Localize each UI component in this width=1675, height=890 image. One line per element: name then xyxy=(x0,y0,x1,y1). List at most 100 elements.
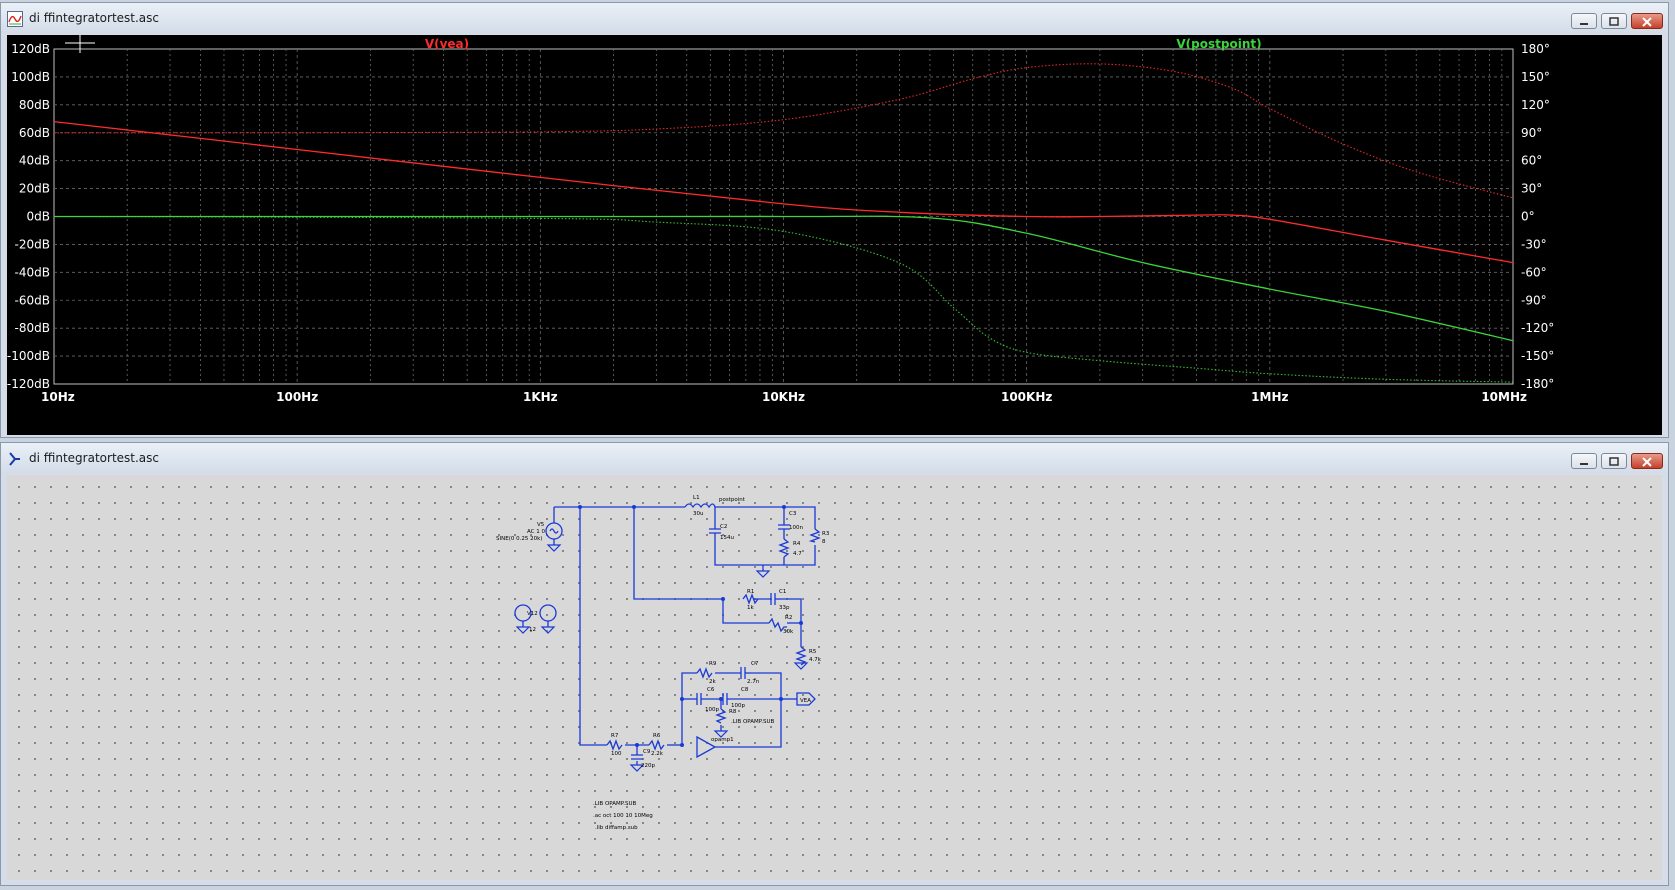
plot-grid xyxy=(53,48,1514,385)
y-left-tick-label: -60dB xyxy=(15,293,50,307)
resistor-r6 xyxy=(648,739,665,751)
label-v12-value: 12 xyxy=(529,627,536,633)
junctions xyxy=(578,505,803,747)
trace-magnitude-postpoint xyxy=(53,215,1514,342)
x-tick-label: 100Hz xyxy=(276,390,318,404)
label-c2-value: 154u xyxy=(720,535,734,541)
spice-directive-lib-diffamp[interactable]: .lib diffamp.sub xyxy=(595,825,638,831)
x-tick-label: 10MHz xyxy=(1481,390,1527,404)
minimize-icon xyxy=(1580,23,1588,25)
y-left-tick-label: 80dB xyxy=(19,98,50,112)
trace-phase-postpoint xyxy=(53,215,1514,383)
y-left-tick-label: -40dB xyxy=(15,265,50,279)
label-r4: R4 xyxy=(793,541,801,547)
label-v5-sine: SINE(0 0.25 20k) xyxy=(496,536,542,542)
component-labels: L1 30u postpoint C2 154u C3 100n R4 4.7 … xyxy=(496,495,830,831)
wires xyxy=(553,506,816,765)
close-button[interactable] xyxy=(1631,13,1663,29)
y-left-tick-label: -100dB xyxy=(7,349,50,363)
trace-magnitude-vea xyxy=(53,120,1514,264)
legend-vea[interactable]: V(vea) xyxy=(425,37,469,51)
resistor-r5 xyxy=(795,646,807,666)
inductor-l1 xyxy=(684,503,716,509)
label-c1: C1 xyxy=(779,589,786,595)
y-right-tick-label: 60° xyxy=(1521,154,1542,168)
schematic-window-titlebar[interactable]: di ffintegratortest.asc xyxy=(1,443,1668,473)
schematic-maximize-button[interactable] xyxy=(1601,453,1627,469)
plot-window-titlebar[interactable]: di ffintegratortest.asc xyxy=(1,3,1668,33)
y-right-tick-label: 0° xyxy=(1521,210,1535,224)
label-l1: L1 xyxy=(693,495,700,501)
schematic-minimize-button[interactable] xyxy=(1571,453,1597,469)
label-r6-value: 2.2k xyxy=(651,751,664,757)
label-l1-value: 30u xyxy=(693,511,703,517)
label-postpoint: postpoint xyxy=(719,497,746,503)
label-r1-value: 1k xyxy=(747,605,754,611)
y-left-tick-label: -120dB xyxy=(7,377,50,391)
resistor-r2 xyxy=(768,617,787,633)
source-v12-b xyxy=(539,604,557,622)
label-c6-value: 100p xyxy=(705,707,719,713)
label-c7: C7 xyxy=(751,661,759,667)
resistor-r1 xyxy=(742,593,759,605)
trace-phase-vea xyxy=(53,63,1514,199)
schematic-close-button[interactable] xyxy=(1631,453,1663,469)
plot-traces xyxy=(53,63,1514,383)
ground-symbols xyxy=(515,544,809,772)
spice-directive-lib-opamp[interactable]: .LIB OPAMP.SUB xyxy=(593,801,636,807)
label-c2: C2 xyxy=(720,524,727,530)
minimize-button[interactable] xyxy=(1571,13,1597,29)
label-r7-value: 100 xyxy=(611,751,622,757)
y-left-tick-label: -80dB xyxy=(15,321,50,335)
capacitor-c8 xyxy=(722,693,728,705)
label-c6: C6 xyxy=(707,687,715,693)
label-c1-value: 33p xyxy=(779,605,790,611)
minimize-icon xyxy=(1580,463,1588,465)
x-tick-label: 10KHz xyxy=(762,390,805,404)
resistor-r9 xyxy=(696,667,713,679)
y-right-tick-label: -30° xyxy=(1521,237,1547,251)
waveform-viewer-icon xyxy=(7,11,23,27)
schematic-canvas[interactable]: L1 30u postpoint C2 154u C3 100n R4 4.7 … xyxy=(7,475,1662,880)
y-right-tick-label: 150° xyxy=(1521,70,1550,84)
capacitor-c1 xyxy=(770,593,776,605)
label-c9: C9 xyxy=(643,749,651,755)
y-right-tick-label: -60° xyxy=(1521,265,1547,279)
plot-window: di ffintegratortest.asc 120dB 100dB 80dB 60… xyxy=(0,2,1669,438)
label-c8-value: 100p xyxy=(731,703,745,709)
label-r3: R3 xyxy=(822,531,830,537)
label-c9-value: 220p xyxy=(641,763,655,769)
label-v5: V5 xyxy=(537,522,545,528)
circuit-schematic[interactable]: L1 30u postpoint C2 154u C3 100n R4 4.7 … xyxy=(7,475,1662,880)
y-right-tick-label: -120° xyxy=(1521,321,1554,335)
y-right-tick-label: -180° xyxy=(1521,377,1554,391)
legend-postpoint[interactable]: V(postpoint) xyxy=(1176,37,1261,51)
label-r5: R5 xyxy=(809,649,817,655)
y-left-tick-label: 60dB xyxy=(19,126,50,140)
label-r2-value: 30k xyxy=(783,629,794,635)
y-right-tick-label: 30° xyxy=(1521,182,1542,196)
label-c8: C8 xyxy=(741,687,749,693)
maximize-icon xyxy=(1609,17,1619,26)
net-label-vea xyxy=(796,692,816,706)
x-tick-label: 100KHz xyxy=(1001,390,1052,404)
bode-plot[interactable]: 120dB100dB80dB60dB40dB20dB0dB-20dB-40dB-… xyxy=(7,31,1662,435)
x-tick-label: 1MHz xyxy=(1251,390,1288,404)
y-left-tick-label: 100dB xyxy=(11,70,50,84)
y-left-tick-label: 120dB xyxy=(11,42,50,56)
resistor-r3 xyxy=(808,528,821,543)
label-c7-value: 2.7n xyxy=(747,679,760,685)
label-opamp-lib: .LIB OPAMP.SUB xyxy=(731,719,774,725)
maximize-button[interactable] xyxy=(1601,13,1627,29)
y-right-tick-label: 120° xyxy=(1521,98,1550,112)
label-r6: R6 xyxy=(653,733,661,739)
maximize-icon xyxy=(1609,457,1619,466)
plot-window-title: di ffintegratortest.asc xyxy=(29,11,160,25)
y-left-tick-label: 0dB xyxy=(27,210,50,224)
capacitor-c9 xyxy=(631,754,643,760)
spice-directive-ac[interactable]: .ac oct 100 10 10Meg xyxy=(593,813,653,819)
label-r3-value: 8 xyxy=(822,539,826,545)
label-r7: R7 xyxy=(611,733,619,739)
y-right-tick-label: -150° xyxy=(1521,349,1554,363)
